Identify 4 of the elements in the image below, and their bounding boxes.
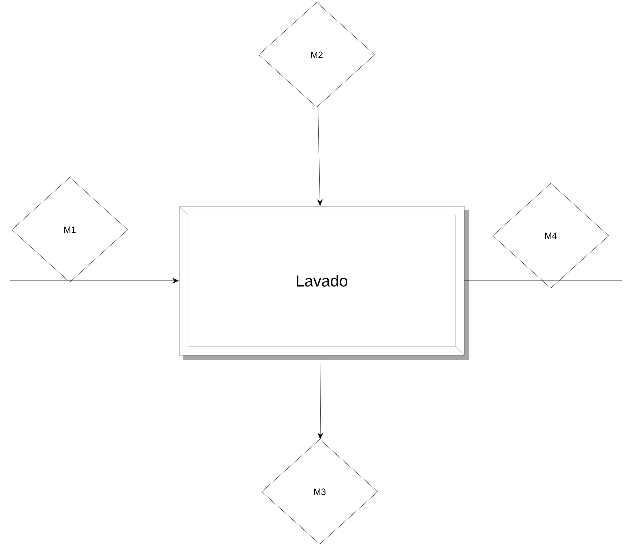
process-box: Lavado	[179, 206, 469, 360]
arrow	[317, 106, 323, 206]
arrow	[318, 356, 324, 440]
arrow	[10, 278, 179, 284]
